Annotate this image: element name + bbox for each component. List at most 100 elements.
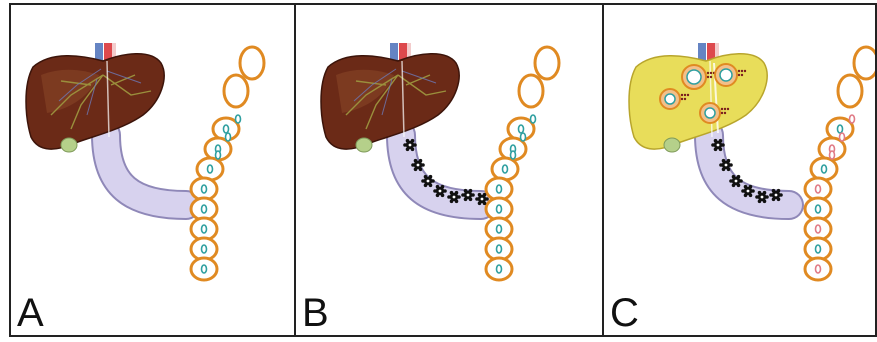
lesion-dot [724,112,726,114]
bacterium-3-lobe [441,185,445,189]
bacterium-5-lobe [777,189,781,193]
bacterium-5-lobe [464,198,468,202]
bacterium-3-lobe [741,189,745,193]
bacterium-3-lobe [744,194,748,198]
intestine-loop-upper-0 [224,75,248,107]
bacterium-2-lobe [431,179,435,183]
intestine-cell-2 [208,165,213,173]
bacterium-4-lobe [765,195,769,199]
bacterium-4-lobe [455,191,459,195]
bacterium-5-lobe [777,198,781,202]
bacterium-0-lobe [714,139,718,143]
bacterium-5-lobe [769,193,773,197]
bacterium-2-lobe [424,175,428,179]
intestine-cell-upper-2 [236,115,241,123]
bacterium-5-lobe [471,193,475,197]
intestine-cell-upper-1 [226,133,231,141]
intestine-loop-upper-1 [535,47,559,79]
illustration-group [629,43,877,280]
bacterium-5-lobe [469,198,473,202]
panel-b-label: B [302,291,329,335]
bacterium-1-lobe [729,163,733,167]
bacterium-1-lobe [722,168,726,172]
bacterium-2-lobe [732,175,736,179]
bacterium-5-center [775,194,778,197]
bacterium-1-lobe [421,163,425,167]
intestine-cell-5 [202,225,207,233]
intestine-cell-upper-0 [216,151,221,159]
lesion-dot [721,112,723,114]
bacterium-4-lobe [763,200,767,204]
lesion-dot [724,108,726,110]
bacterium-3-lobe [433,189,437,193]
intestine-cell-4 [816,205,821,213]
lesion-dot [744,70,746,72]
bacterium-3-lobe [436,194,440,198]
bacterium-1-center [725,164,728,167]
bacterium-0-center [717,144,720,147]
intestine-cell-6 [816,245,821,253]
bacterium-0-lobe [406,148,410,152]
intestine-cell-upper-2 [850,115,855,123]
lesion-dot [681,98,683,100]
bacterium-4-lobe [450,191,454,195]
gallbladder-icon [664,138,680,152]
intestine-cell-2 [503,165,508,173]
bacterium-5-center [467,194,470,197]
intestine-cell-4 [202,205,207,213]
bacterium-3-center [747,190,750,193]
intestine-cell-5 [497,225,502,233]
bacterium-5-lobe [779,193,783,197]
intestine-loop-upper-1 [240,47,264,79]
bacterium-1-center [417,164,420,167]
lesion-dot [707,76,709,78]
bacterium-1-lobe [719,163,723,167]
intestine-loop-upper-0 [519,75,543,107]
bacterium-4-lobe [455,200,459,204]
bacterium-0-lobe [413,143,417,147]
bacterium-5-lobe [461,193,465,197]
intestine [486,47,559,280]
intestine-cell-7 [202,265,207,273]
lesion-dot [721,108,723,110]
bacterium-5-lobe [464,189,468,193]
bacterium-6-center [481,198,484,201]
bacterium-3-lobe [751,189,755,193]
bacterium-6-lobe [475,197,479,201]
intestine-cell-2 [822,165,827,173]
bacterium-4-lobe [447,195,451,199]
intestine-cell-3 [202,185,207,193]
panel-a: A [9,3,296,337]
bacterium-4-lobe [763,191,767,195]
bacterium-0-lobe [711,143,715,147]
bacterium-0-lobe [406,139,410,143]
bacterium-2-lobe [739,179,743,183]
intestine-cell-upper-2 [531,115,536,123]
bacterium-1-lobe [419,159,423,163]
lesion-dot [710,76,712,78]
lesion-center [705,108,715,118]
bacterium-3-lobe [749,194,753,198]
lesion-center [720,69,732,81]
panel-b: B [294,3,604,337]
intestine-cell-3 [816,185,821,193]
bacterium-1-lobe [414,168,418,172]
bacterium-1-lobe [414,159,418,163]
lesion-dot [684,98,686,100]
bacterium-4-lobe [755,195,759,199]
bacterium-4-center [761,196,764,199]
bacterium-5-lobe [772,189,776,193]
illustration-group [26,43,264,280]
bacterium-6-lobe [485,197,489,201]
intestine-cell-4 [497,205,502,213]
bacterium-2-lobe [732,184,736,188]
panel-b-illustration [296,5,604,337]
bacterium-3-lobe [443,189,447,193]
bacterium-4-lobe [457,195,461,199]
lesion-dot [738,74,740,76]
bacterium-3-lobe [744,185,748,189]
bacterium-0-lobe [721,143,725,147]
intestine-cell-0 [519,125,524,133]
bacterium-2-lobe [429,175,433,179]
